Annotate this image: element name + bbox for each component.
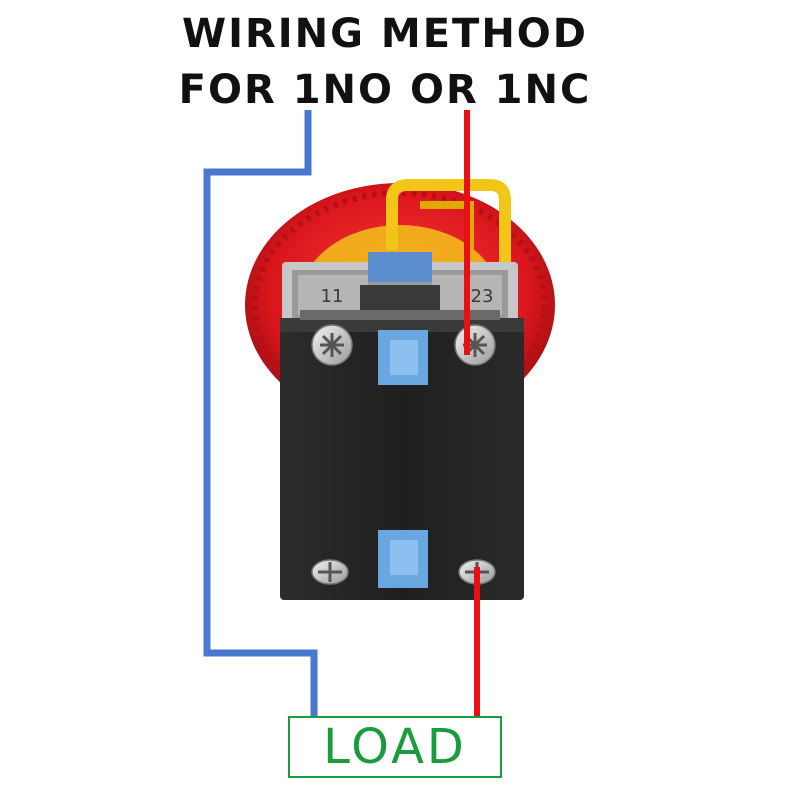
load-box: LOAD — [288, 716, 502, 778]
terminal-label-right: 23 — [471, 286, 494, 307]
diagram-title-line2: FOR 1NO OR 1NC — [178, 67, 592, 113]
terminal-label-left: 11 — [321, 286, 344, 307]
contact-window-top-inner — [390, 340, 418, 375]
blue-wire — [203, 110, 318, 716]
screw-icon — [311, 559, 349, 585]
load-label: LOAD — [323, 719, 467, 775]
contact-block-top — [282, 252, 518, 324]
screw-icon — [311, 324, 353, 366]
contact-block-housing — [280, 310, 524, 600]
diagram-title-line1: WIRING METHOD — [181, 11, 589, 57]
screw-icon — [454, 324, 496, 366]
contact-window-bottom-inner — [390, 540, 418, 575]
